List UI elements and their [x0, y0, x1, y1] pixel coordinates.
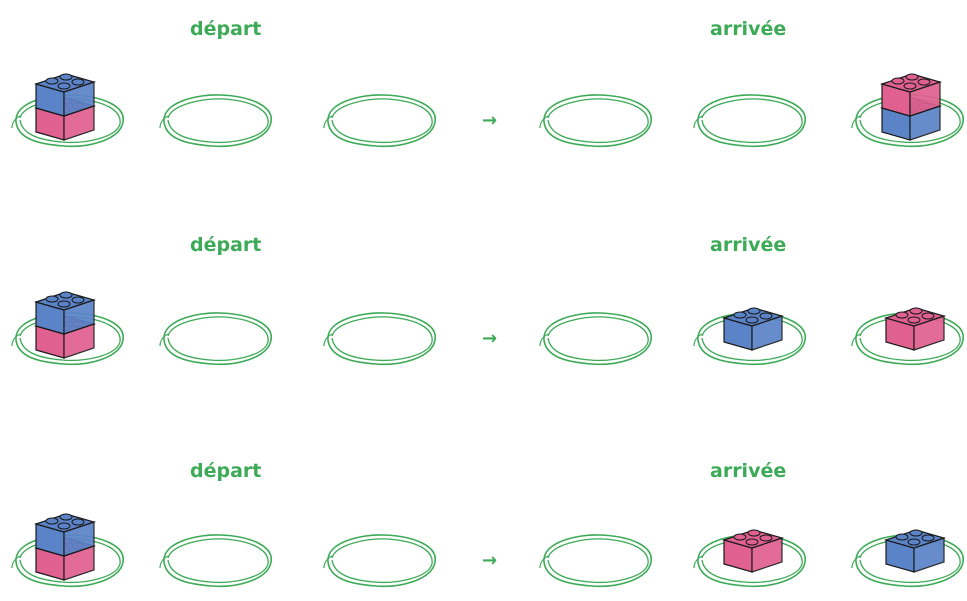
- start-plate-2: [158, 528, 276, 592]
- puzzle-row-1: départ arrivée →: [0, 0, 967, 200]
- puzzle-row-3: départ arrivée →: [0, 400, 967, 600]
- brick-icon: [721, 307, 785, 351]
- end-plate-1: [538, 88, 656, 152]
- end-label: arrivée: [710, 460, 787, 482]
- plate-icon: [159, 94, 272, 148]
- brick-single: [882, 526, 948, 576]
- plate-icon: [539, 534, 652, 588]
- start-label: départ: [190, 460, 262, 482]
- start-plate-2: [158, 306, 276, 370]
- start-plate-3: [322, 306, 440, 370]
- brick-icon: [33, 73, 97, 141]
- end-plate-2: [692, 88, 810, 152]
- arrow-icon: →: [482, 110, 498, 131]
- brick-stack: [878, 70, 944, 144]
- plate-icon: [539, 312, 652, 366]
- plate-icon: [323, 534, 436, 588]
- brick-stack: [32, 70, 98, 144]
- plate-icon: [693, 94, 806, 148]
- brick-stack: [32, 288, 98, 362]
- brick-icon: [883, 529, 947, 573]
- start-label: départ: [190, 234, 262, 256]
- brick-single: [720, 526, 786, 576]
- end-label: arrivée: [710, 234, 787, 256]
- arrow-icon: →: [482, 550, 498, 571]
- brick-icon: [879, 73, 943, 141]
- plate-icon: [159, 312, 272, 366]
- start-plate-2: [158, 88, 276, 152]
- start-plate-3: [322, 528, 440, 592]
- arrow-icon: →: [482, 328, 498, 349]
- brick-icon: [33, 291, 97, 359]
- brick-stack: [32, 510, 98, 584]
- plate-icon: [323, 312, 436, 366]
- end-plate-1: [538, 528, 656, 592]
- plate-icon: [323, 94, 436, 148]
- plate-icon: [539, 94, 652, 148]
- puzzle-row-2: départ arrivée →: [0, 210, 967, 410]
- start-label: départ: [190, 18, 262, 40]
- brick-single: [882, 304, 948, 354]
- end-label: arrivée: [710, 18, 787, 40]
- brick-icon: [33, 513, 97, 581]
- end-plate-1: [538, 306, 656, 370]
- brick-single: [720, 304, 786, 354]
- plate-icon: [159, 534, 272, 588]
- brick-icon: [721, 529, 785, 573]
- brick-icon: [883, 307, 947, 351]
- start-plate-3: [322, 88, 440, 152]
